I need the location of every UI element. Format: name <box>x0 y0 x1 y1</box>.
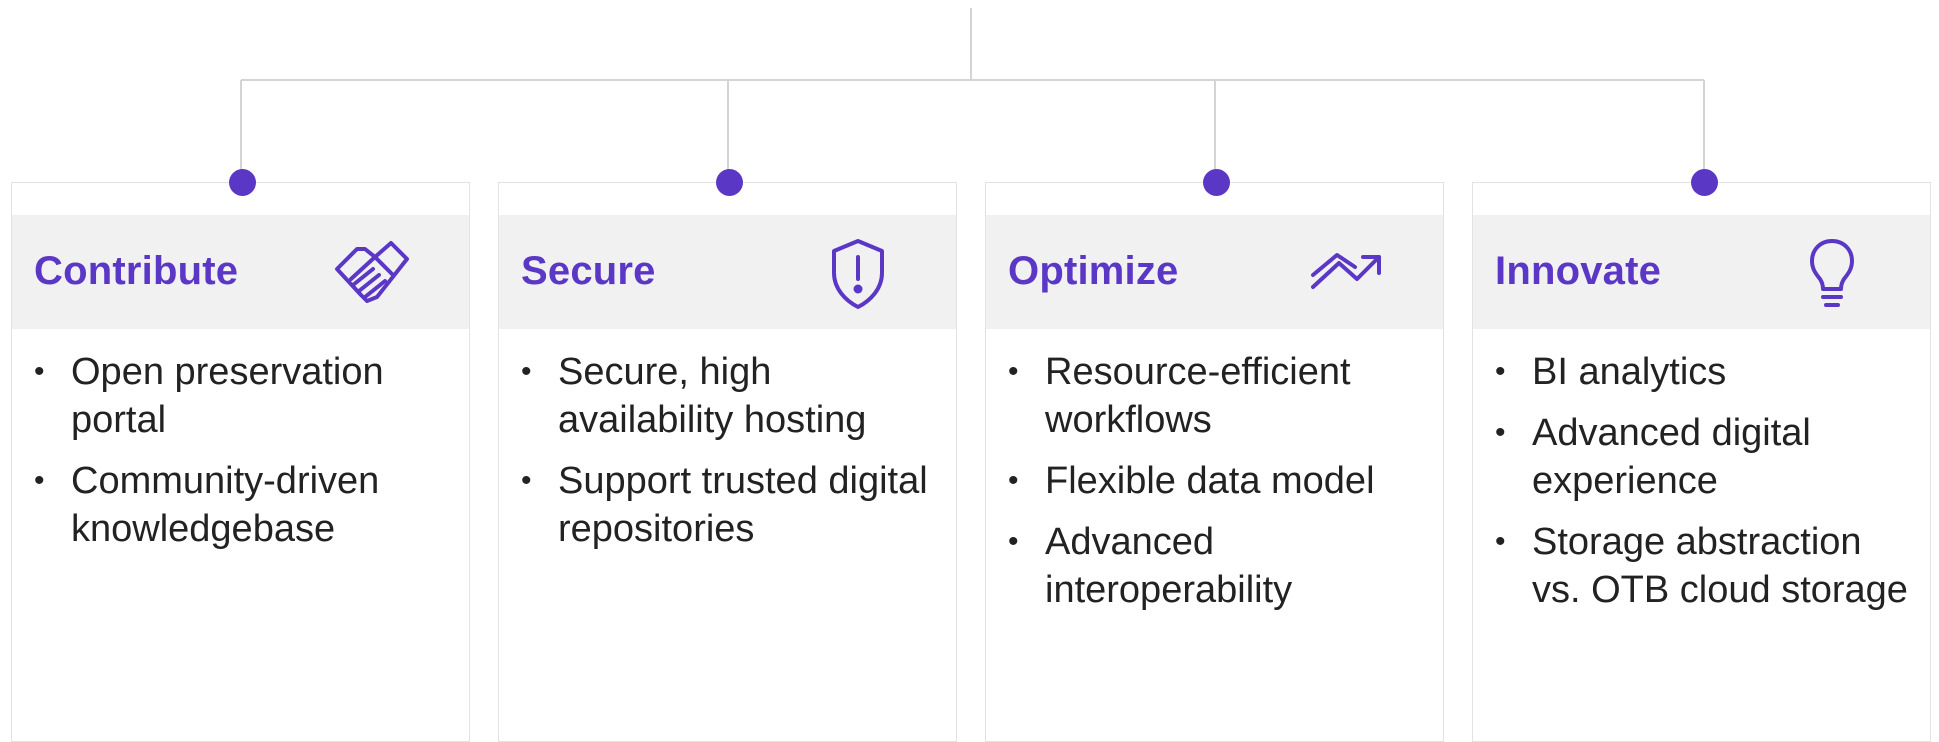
bullet-list: Secure, high availability hosting Suppor… <box>521 348 946 566</box>
lightbulb-icon <box>1792 235 1872 311</box>
connector-dot <box>716 169 743 196</box>
bullet-item: Open preservation portal <box>34 348 459 444</box>
bullet-item: Community-driven knowledgebase <box>34 457 459 553</box>
connector-lines <box>240 8 1705 182</box>
connector-dot <box>229 169 256 196</box>
bullet-list: BI analytics Advanced digital experience… <box>1495 348 1920 627</box>
shield-exclamation-icon <box>818 235 898 311</box>
bullet-item: Secure, high availability hosting <box>521 348 946 444</box>
card-title: Contribute <box>34 249 239 293</box>
card-header: Secure <box>499 215 956 329</box>
card-contribute: Contribute Open preservation portal Comm… <box>11 169 470 742</box>
card-innovate: Innovate BI analytics Advanced digital e… <box>1472 169 1931 742</box>
bullet-item: Resource-efficient workflows <box>1008 348 1433 444</box>
card-header: Contribute <box>12 215 469 329</box>
connector-dot <box>1691 169 1718 196</box>
card-optimize: Optimize Resource-efficient workflows Fl… <box>985 169 1444 742</box>
card-header: Innovate <box>1473 215 1930 329</box>
bullet-item: Advanced interoperability <box>1008 518 1433 614</box>
card-title: Optimize <box>1008 249 1179 293</box>
bullet-item: Support trusted digital repositories <box>521 457 946 553</box>
bullet-item: Flexible data model <box>1008 457 1433 505</box>
card-header: Optimize <box>986 215 1443 329</box>
handshake-icon <box>331 235 411 311</box>
bullet-item: BI analytics <box>1495 348 1920 396</box>
card-title: Innovate <box>1495 249 1662 293</box>
bullet-list: Open preservation portal Community-drive… <box>34 348 459 566</box>
trend-chart-icon <box>1305 235 1385 311</box>
card-secure: Secure Secure, high availability hosting… <box>498 169 957 742</box>
bullet-item: Storage abstraction vs. OTB cloud storag… <box>1495 518 1920 614</box>
bullet-item: Advanced digital experience <box>1495 409 1920 505</box>
connector-dot <box>1203 169 1230 196</box>
card-title: Secure <box>521 249 656 293</box>
bullet-list: Resource-efficient workflows Flexible da… <box>1008 348 1433 627</box>
